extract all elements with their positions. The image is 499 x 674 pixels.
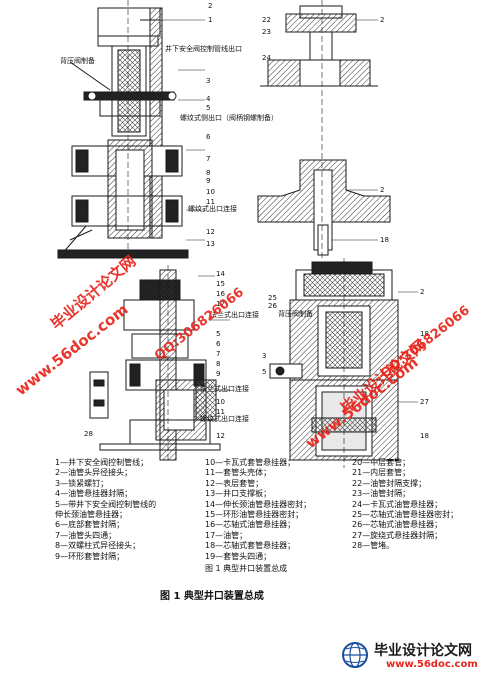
legend-item: 2—油管头异径接头； [55,468,133,478]
legend-item: 26—芯轴式油管悬挂器； [352,520,443,530]
callout-br-2: 2 [420,288,425,296]
callout-bl-7: 7 [216,350,221,358]
callout-bl-12: 12 [216,432,225,440]
callout-tl-7: 7 [206,155,211,163]
legend-item: 23—油管封隔； [352,489,411,499]
callout-br-5: 5 [262,368,267,376]
callout-bl-16: 16 [216,290,225,298]
legend-item: 8—双螺柱式异径接头； [55,541,141,551]
callout-br-26: 26 [268,302,277,310]
figure-title: 图 1 典型井口装置总成 [160,591,264,602]
callout-tl-text-d: 螺纹式出口连接 [188,205,237,213]
callout-br-25: 25 [268,294,277,302]
bottom-left-assembly [89,265,221,461]
legend-item: 11—套管头壳体； [205,468,272,478]
legend-item: 12—表层套管； [205,478,264,488]
legend-item: 4—油管悬挂器封隔； [55,489,133,499]
legend-item: 18—芯轴式套管悬挂器； [205,541,296,551]
callout-bl-14: 14 [216,270,225,278]
callout-tr-2a: 2 [380,16,385,24]
callout-tl-2: 2 [208,2,213,10]
callout-br-18a: 18 [420,330,429,338]
callout-tr-24: 24 [262,54,271,62]
legend-item: 5—带井下安全阀控制管线的 [55,499,157,509]
callout-bl-6: 6 [216,340,221,348]
callout-tl-9: 9 [206,177,211,185]
legend-item: 14—伸长颈油管悬挂器密封； [205,499,312,509]
callout-tl-4: 4 [206,95,211,103]
legend-item: 15—环形油管悬挂器密封； [205,509,304,519]
callout-br-text-a: 背压阀制备 [278,310,313,318]
legend-item: 3—锁紧螺钉； [55,478,109,488]
legend-item: 19—套管头四通； [205,551,272,561]
callout-tl-text-c: 螺纹式侧出口（阀柄钢螺制备） [180,114,278,122]
legend-column-1: 1—井下安全阀控制管线； 2—油管头异径接头； 3—锁紧螺钉； 4—油管悬挂器封… [55,458,156,562]
callout-tl-11: 11 [206,198,215,206]
legend-item: 16—芯轴式油管悬挂器； [205,520,296,530]
legend-item: 13—井口支撑板； [205,489,272,499]
callout-tr-2b: 2 [380,186,385,194]
legend-column-3: 20—中层套管； 21—内层套管； 22—油管封隔支撑； 23—油管封隔； 24… [352,458,458,552]
top-right-assembly [257,0,391,260]
callout-tr-23: 23 [262,28,271,36]
callout-bl-10: 10 [216,398,225,406]
callout-tl-text-b: 背压阀制备 [60,57,95,65]
legend-item: 24—卡瓦式油管悬挂器； [352,499,443,509]
callout-tl-12: 12 [206,228,215,236]
site-logo: 毕业设计论文网 www.56doc.com [340,638,499,674]
figure-caption: 图 1 典型井口装置总成 [205,564,288,573]
callout-tl-1: 1 [208,16,213,24]
callout-bl-9: 9 [216,370,221,378]
callout-tl-13: 13 [206,240,215,248]
legend-item: 伸长颈油管悬挂器； [55,509,127,519]
callout-bl-text-c: 螺纹式出口连接 [200,415,249,423]
legend-item: 10—卡瓦式套管悬挂器； [205,458,296,467]
callout-bl-28: 28 [84,430,93,438]
legend-item: 27—旋绕式悬挂器封隔； [352,530,443,540]
legend-item: 21—内层套管； [352,468,411,478]
logo-title: 毕业设计论文网 [374,643,472,659]
legend-item: 28—管堵。 [352,541,395,551]
bottom-right-assembly [269,258,399,468]
legend-column-2: 10—卡瓦式套管悬挂器； 11—套管头壳体； 12—表层套管； 13—井口支撑板… [205,458,311,562]
legend-item: 17—油管； [205,530,248,540]
callout-bl-17: 17 [216,300,225,308]
callout-tr-22: 22 [262,16,271,24]
callout-br-3: 3 [262,352,267,360]
top-left-assembly [57,0,189,260]
leader-lines [162,19,418,403]
callout-bl-5: 5 [216,330,221,338]
callout-br-27: 27 [420,398,429,406]
globe-icon [342,642,368,668]
callout-bl-text-b: 法兰式出口连接 [200,385,249,393]
callout-bl-text-a: 法兰式出口连接 [210,311,259,319]
callout-tl-6: 6 [206,133,211,141]
logo-url: www.56doc.com [386,659,478,670]
callout-tl-5: 5 [206,104,211,112]
legend-item: 9—环形套管封隔； [55,551,125,561]
callout-bl-15: 15 [216,280,225,288]
callout-tl-text-a: 井下安全阀控制管线出口 [165,45,242,53]
callout-tl-3: 3 [206,77,211,85]
callout-tl-10: 10 [206,188,215,196]
callout-tl-8: 8 [206,169,211,177]
callout-bl-11: 11 [216,408,225,416]
legend-item: 25—芯轴式油管悬挂器密封； [352,509,459,519]
legend-item: 1—井下安全阀控制管线； [55,458,149,467]
callout-tr-18: 18 [380,236,389,244]
legend-item: 20—中层套管； [352,458,411,467]
callout-br-18b: 18 [420,432,429,440]
legend-item: 6—底部套管封隔； [55,520,125,530]
legend-item: 7—油管头四通； [55,530,117,540]
callout-bl-8: 8 [216,360,221,368]
legend-item: 22—油管封隔支撑； [352,478,427,488]
